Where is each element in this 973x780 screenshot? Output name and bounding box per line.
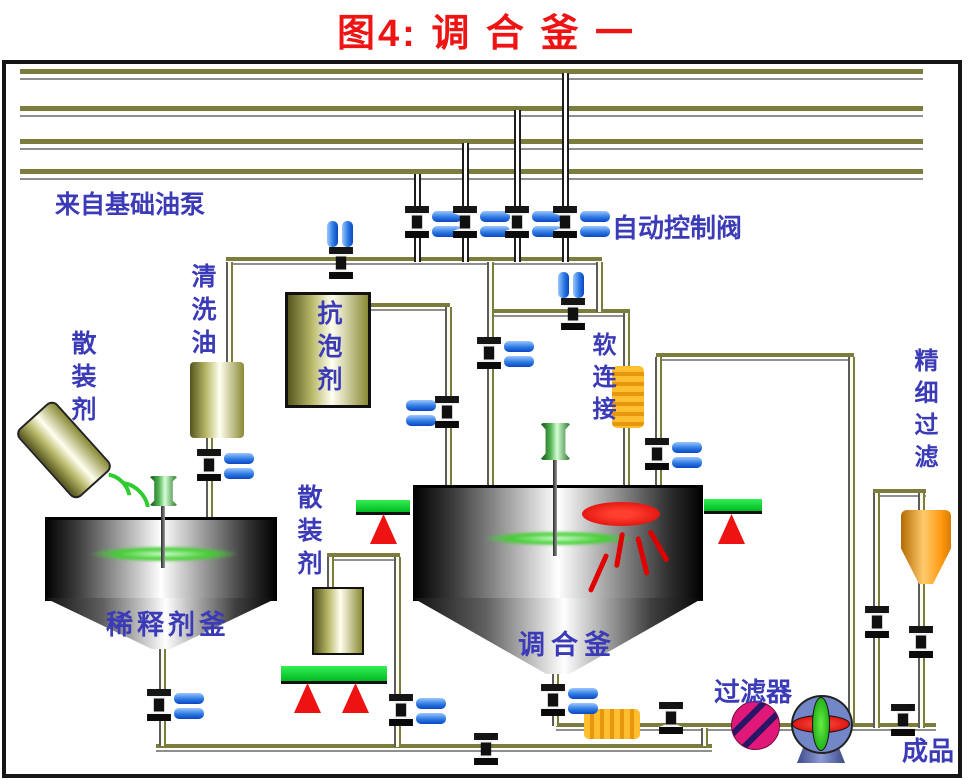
valve-actuator-icon bbox=[532, 211, 562, 237]
cleaning-oil-feed-pipe bbox=[226, 262, 233, 364]
soft-connection-icon bbox=[612, 366, 644, 428]
valve-drop-pipe-3 bbox=[514, 110, 521, 210]
mid-manifold-valve-icon bbox=[561, 298, 585, 330]
bulk-agent-pipe-up bbox=[327, 557, 334, 588]
auto-valve-4-icon bbox=[553, 206, 577, 238]
auto-valve-3-icon bbox=[505, 206, 529, 238]
auto-control-valve-label: 自动控制阀 bbox=[612, 213, 743, 243]
supply-pipe-4 bbox=[20, 169, 923, 180]
anti-foam-valve-icon bbox=[435, 396, 459, 428]
manual-valve-icon bbox=[909, 626, 933, 658]
blend-outlet-pipe bbox=[552, 671, 559, 689]
bulk-agent-middle-label: 散装剂 bbox=[294, 484, 322, 583]
recirc-pipe-into-kettle bbox=[655, 357, 662, 487]
blend-outlet-stub bbox=[552, 714, 559, 726]
recirc-pipe-h bbox=[656, 353, 854, 361]
valve-actuator-icon bbox=[568, 688, 598, 714]
auto-valve-1-icon bbox=[405, 206, 429, 238]
supply-pipe-2 bbox=[20, 106, 923, 117]
figure-title: 图4: 调 合 釜 一 bbox=[336, 13, 637, 55]
blend-outlet-valve-icon bbox=[541, 684, 565, 716]
valve-stub-4 bbox=[562, 236, 569, 262]
bulk-agent-left-label: 散装剂 bbox=[68, 330, 96, 429]
from-base-oil-pump-label: 来自基础油泵 bbox=[55, 191, 206, 219]
cleaning-oil-valve-icon bbox=[197, 449, 221, 481]
filter-icon bbox=[731, 701, 780, 750]
diluent-outlet-pipe-2 bbox=[159, 720, 166, 746]
liquid-surface-icon bbox=[483, 531, 633, 546]
anti-foam-label: 抗泡剂 bbox=[314, 300, 342, 399]
collector-right-corner-pipe bbox=[596, 262, 603, 312]
bulk-agent-stub bbox=[394, 723, 401, 747]
manual-valve-icon bbox=[474, 733, 498, 765]
valve-stub-2 bbox=[462, 236, 469, 262]
feed-valve-icon bbox=[477, 337, 501, 369]
valve-stub-1 bbox=[414, 236, 421, 262]
anti-foam-tank: 抗泡剂 bbox=[285, 292, 371, 408]
agitator-shaft bbox=[161, 504, 165, 568]
recirc-valve-icon bbox=[645, 438, 669, 470]
bulk-agent-pipe-h bbox=[327, 553, 400, 561]
filter-label: 过滤器 bbox=[714, 677, 793, 707]
valve-actuator-icon bbox=[406, 400, 436, 426]
bulk-agent-pipe-down bbox=[394, 557, 401, 697]
anti-foam-pipe-h bbox=[360, 303, 450, 311]
valve-drop-pipe-2 bbox=[462, 143, 469, 210]
valve-actuator-icon bbox=[580, 211, 610, 237]
cleaning-oil-outlet-pipe bbox=[206, 437, 213, 452]
product-valve-icon bbox=[891, 704, 915, 736]
fine-filtration-label: 精细过滤 bbox=[910, 348, 937, 476]
bulk-agent-valve-icon bbox=[389, 694, 413, 726]
agitator-shaft bbox=[553, 458, 557, 556]
blending-kettle-label: 调合釜 bbox=[518, 630, 617, 660]
valve-actuator-icon bbox=[480, 211, 510, 237]
recirc-pipe-down bbox=[848, 357, 855, 727]
valve-actuator-icon bbox=[416, 698, 446, 724]
base-oil-feed-pipe bbox=[487, 262, 494, 488]
cleaning-oil-to-kettle-pipe bbox=[206, 480, 213, 518]
supply-pipe-1 bbox=[20, 69, 923, 80]
valve-actuator-icon bbox=[504, 341, 534, 367]
diluent-outlet-valve-icon bbox=[147, 689, 171, 721]
cleaning-oil-tank bbox=[190, 362, 244, 438]
bottom-pipe-left bbox=[156, 744, 712, 752]
auto-valve-2-icon bbox=[453, 206, 477, 238]
valve-actuator-icon bbox=[672, 442, 702, 468]
supply-pipe-3 bbox=[20, 139, 923, 150]
scale-platform bbox=[281, 666, 387, 684]
diluent-kettle-label: 稀释剂釜 bbox=[106, 610, 230, 640]
valve-stub-3 bbox=[514, 236, 521, 262]
valve-drop-pipe-4 bbox=[562, 73, 569, 210]
valve-actuator-icon bbox=[174, 693, 204, 719]
manual-valve-icon bbox=[659, 702, 683, 734]
finished-product-label: 成品 bbox=[902, 736, 955, 766]
spray-disc-icon bbox=[582, 502, 660, 526]
collector-valve-icon bbox=[329, 247, 353, 279]
valve-actuator-icon bbox=[327, 221, 353, 247]
valve-drop-pipe-1 bbox=[414, 174, 421, 210]
load-cell-platform bbox=[356, 500, 410, 515]
valve-actuator-icon bbox=[224, 453, 254, 479]
cleaning-oil-label: 清洗油 bbox=[188, 263, 216, 362]
load-cell-platform bbox=[704, 499, 762, 514]
bulk-agent-container bbox=[312, 587, 364, 655]
diagram-border bbox=[2, 60, 962, 778]
soft-connection-icon bbox=[584, 709, 640, 739]
valve-actuator-icon bbox=[558, 272, 584, 298]
valve-actuator-icon bbox=[432, 211, 462, 237]
fine-filter-pipe-h bbox=[873, 489, 926, 497]
diluent-outlet-pipe bbox=[159, 647, 166, 692]
manual-valve-icon bbox=[865, 606, 889, 638]
fine-filter-inlet-pipe bbox=[918, 493, 925, 513]
soft-connection-label: 软连接 bbox=[588, 332, 615, 428]
pipe-junction-step bbox=[701, 728, 708, 746]
mid-manifold-pipe bbox=[488, 309, 630, 317]
pump-blade-icon bbox=[812, 697, 830, 751]
